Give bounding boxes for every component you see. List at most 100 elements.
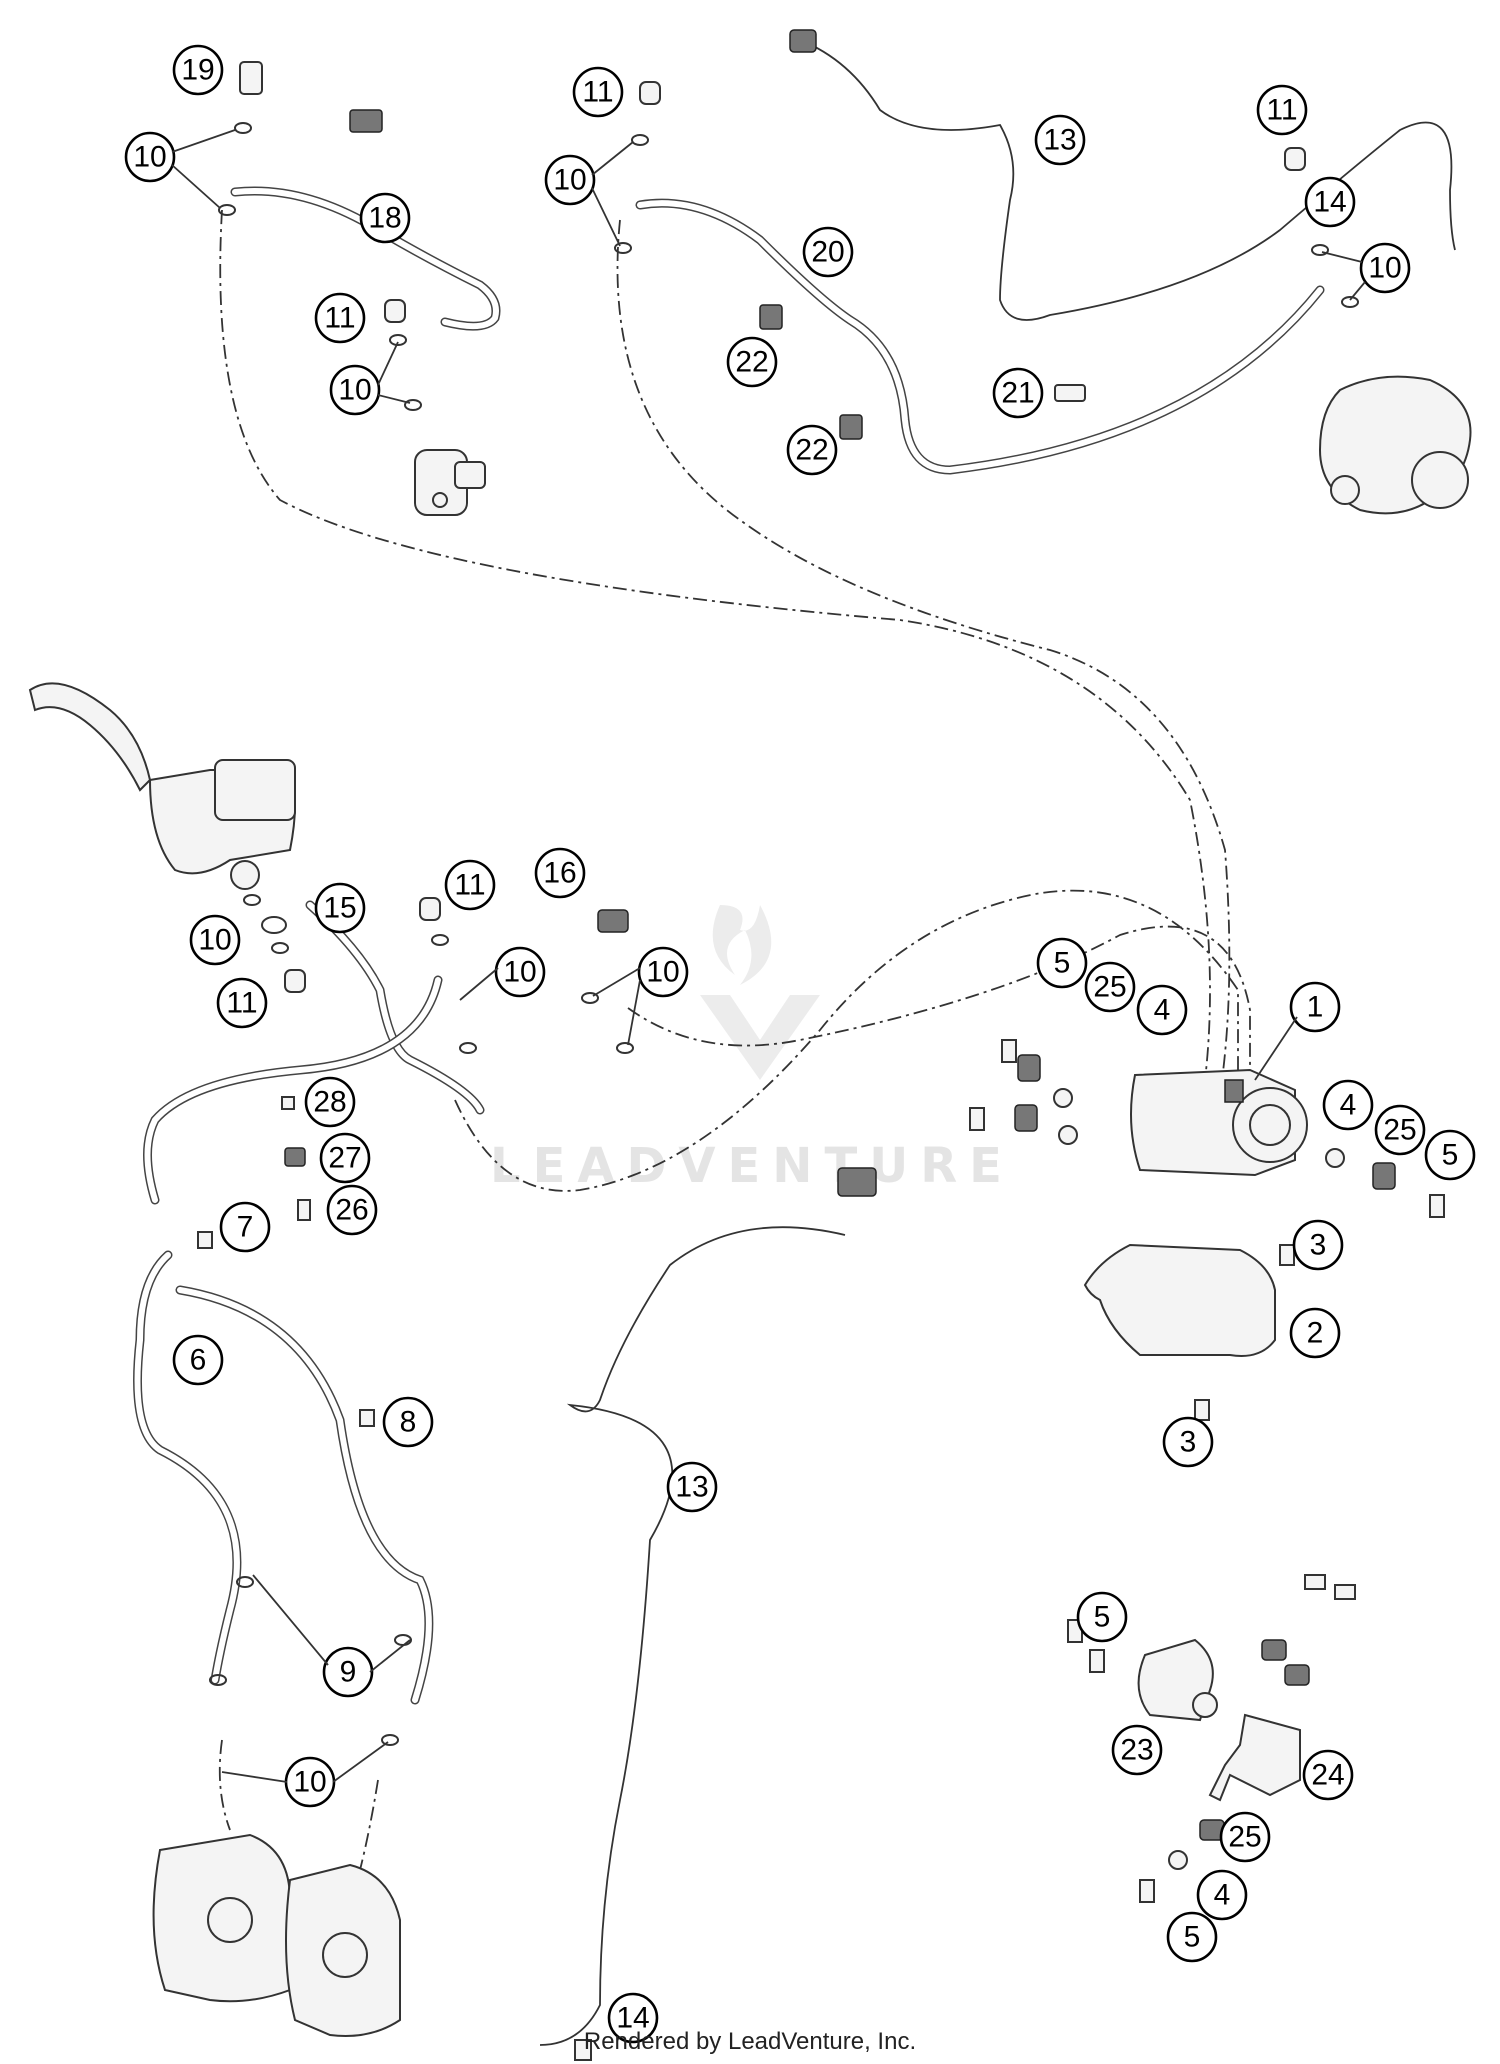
callout-11: 11	[1256, 84, 1308, 136]
callout-9: 9	[322, 1646, 374, 1698]
rear-master-cylinder	[414, 449, 486, 516]
svg-text:7: 7	[237, 1211, 254, 1244]
front-master-cylinder	[28, 682, 296, 890]
rear-caliper	[1318, 375, 1472, 515]
svg-text:14: 14	[1313, 186, 1346, 219]
svg-text:21: 21	[1001, 377, 1034, 410]
callout-10: 10	[329, 364, 381, 416]
svg-text:4: 4	[1340, 1089, 1357, 1122]
callout-22: 22	[786, 424, 838, 476]
callout-28: 28	[304, 1076, 356, 1128]
svg-text:5: 5	[1442, 1139, 1459, 1172]
front-calipers	[152, 1833, 401, 2037]
svg-text:10: 10	[646, 956, 679, 989]
svg-text:10: 10	[293, 1766, 326, 1799]
callout-4: 4	[1196, 1869, 1248, 1921]
callout-3: 3	[1162, 1416, 1214, 1468]
callout-5: 5	[1166, 1911, 1218, 1963]
callout-3: 3	[1292, 1219, 1344, 1271]
svg-text:5: 5	[1054, 947, 1071, 980]
watermark: LEADVENTURE	[490, 905, 1014, 1194]
hardware	[197, 29, 1445, 2061]
svg-text:14: 14	[616, 2002, 649, 2035]
watermark-text: LEADVENTURE	[490, 1138, 1014, 1194]
svg-text:11: 11	[582, 76, 613, 109]
callout-5: 5	[1036, 937, 1088, 989]
svg-text:11: 11	[1266, 94, 1297, 127]
svg-text:19: 19	[181, 54, 214, 87]
sensor-bracket-assembly	[1137, 1638, 1301, 1802]
callout-11: 11	[314, 292, 366, 344]
callout-13: 13	[1034, 114, 1086, 166]
callout-4: 4	[1322, 1079, 1374, 1131]
callout-11: 11	[444, 859, 496, 911]
callout-10: 10	[544, 154, 596, 206]
callout-16: 16	[534, 847, 586, 899]
callout-19: 19	[172, 44, 224, 96]
callout-10: 10	[293, 1766, 326, 1799]
svg-text:24: 24	[1311, 1759, 1344, 1792]
svg-text:11: 11	[226, 987, 257, 1020]
callout-26: 26	[326, 1184, 378, 1236]
svg-text:10: 10	[1368, 252, 1401, 285]
callout-11: 11	[572, 66, 624, 118]
svg-text:11: 11	[454, 869, 485, 902]
abs-bracket	[1083, 1243, 1276, 1357]
svg-text:4: 4	[1154, 994, 1171, 1027]
callout-18: 18	[359, 192, 411, 244]
svg-text:11: 11	[324, 302, 355, 335]
footer-credit: Rendered by LeadVenture, Inc.	[583, 2028, 917, 2055]
callout-10: 10	[637, 946, 689, 998]
svg-text:13: 13	[675, 1471, 708, 1504]
svg-text:10: 10	[133, 141, 166, 174]
svg-text:3: 3	[1310, 1229, 1327, 1262]
svg-text:10: 10	[198, 924, 231, 957]
svg-text:27: 27	[328, 1142, 361, 1175]
callout-23: 23	[1111, 1724, 1163, 1776]
svg-text:22: 22	[795, 434, 828, 467]
callout-10: 10	[1359, 242, 1411, 294]
callout-5: 5	[1424, 1129, 1476, 1181]
callout-22: 22	[726, 336, 778, 388]
svg-text:5: 5	[1094, 1601, 1111, 1634]
svg-text:26: 26	[335, 1194, 368, 1227]
callout-25: 25	[1374, 1104, 1426, 1156]
callout-25: 25	[1084, 961, 1136, 1013]
callout-8: 8	[382, 1396, 434, 1448]
callout-21: 21	[992, 367, 1044, 419]
callout-13: 13	[666, 1461, 718, 1513]
washers	[209, 122, 1359, 1746]
svg-text:8: 8	[400, 1406, 417, 1439]
svg-text:20: 20	[811, 236, 844, 269]
abs-sensor-cables	[539, 39, 1456, 2046]
callout-6: 6	[172, 1334, 224, 1386]
svg-text:10: 10	[553, 164, 586, 197]
callout-10: 10	[124, 131, 176, 183]
callout-10: 10	[189, 914, 241, 966]
svg-text:22: 22	[735, 346, 768, 379]
callout-20: 20	[802, 226, 854, 278]
svg-text:10: 10	[338, 374, 371, 407]
callout-14: 14	[1304, 176, 1356, 228]
callout-27: 27	[319, 1132, 371, 1184]
callout-1: 1	[1289, 981, 1341, 1033]
abs-unit	[1130, 1068, 1308, 1177]
callout-14: 14	[607, 1992, 659, 2044]
leader-lines	[171, 129, 1366, 1783]
svg-text:25: 25	[1228, 1821, 1261, 1854]
svg-text:13: 13	[1043, 124, 1076, 157]
callout-11: 11	[216, 977, 268, 1029]
svg-text:10: 10	[503, 956, 536, 989]
svg-text:4: 4	[1214, 1879, 1231, 1912]
svg-text:15: 15	[323, 892, 356, 925]
svg-text:28: 28	[313, 1086, 346, 1119]
svg-text:9: 9	[340, 1656, 357, 1689]
svg-text:1: 1	[1307, 991, 1324, 1024]
brake-hoses	[133, 186, 1325, 1705]
callout-2: 2	[1289, 1307, 1341, 1359]
svg-text:5: 5	[1184, 1921, 1201, 1954]
svg-text:16: 16	[543, 857, 576, 890]
callout-10: 10	[494, 946, 546, 998]
callout-4: 4	[1136, 984, 1188, 1036]
